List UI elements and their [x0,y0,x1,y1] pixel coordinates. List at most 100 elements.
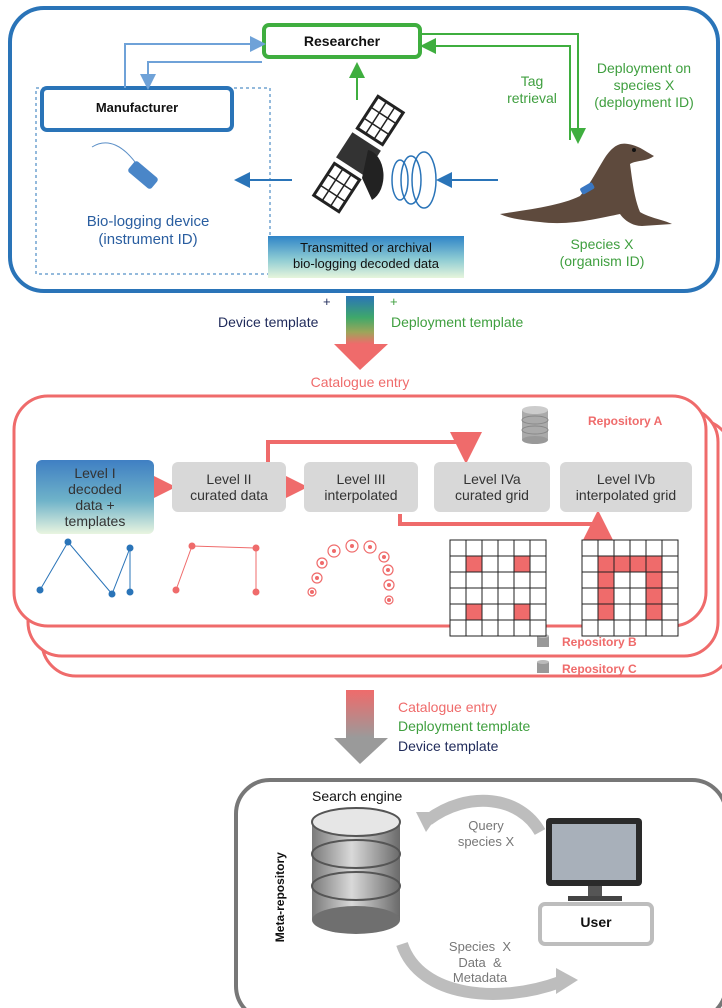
grid-cell [629,571,647,589]
grid-cell [529,555,547,573]
grid-cell [581,571,599,589]
grid-cell [497,603,515,621]
researcher-label: Researcher [303,33,381,49]
device-template-label: Device template [218,314,319,330]
grid-cell [449,619,467,637]
grid-cell [481,587,499,605]
grid-cell [529,587,547,605]
tag-device-icon [91,142,158,189]
grid-cell [513,587,531,605]
grid-cell [465,555,483,573]
sea-lion-icon [500,143,672,226]
device-label: Bio-logging device(instrument ID) [86,213,210,248]
grid-cell [645,539,663,557]
user-box [538,902,654,946]
grid-cell [613,555,631,573]
grid-cell [465,603,483,621]
plus-left: + [323,294,331,309]
grid-cell [629,539,647,557]
interpolated-track-points [310,544,391,602]
grid-cell [497,619,515,637]
grid-cell [481,619,499,637]
manufacturer-label: Manufacturer [95,100,179,115]
database-icon-c [537,660,549,673]
grid-cell [629,587,647,605]
arrow-tag-retrieval [420,38,571,140]
repository-a-label: Repository A [588,414,663,428]
grid-cell [449,571,467,589]
species-label: Species X(organism ID) [559,236,645,269]
grid-cell [513,603,531,621]
top-panel [8,6,720,293]
grid-cell [613,571,631,589]
grid-cell [581,539,599,557]
meta-repository-label: Meta-repository [272,852,287,943]
grid-cell [449,587,467,605]
grid-cell [529,603,547,621]
grid-cell [449,603,467,621]
grid-cell [497,571,515,589]
grid-cell [465,619,483,637]
grid-cell [465,539,483,557]
interpolated-grid-graphic [581,539,679,637]
middle-catalogue-entry: Catalogue entry [398,699,497,715]
grid-cell [645,555,663,573]
arrow-query [424,794,546,836]
deployment-template-label: Deployment template [391,314,524,330]
manufacturer-box [40,86,234,132]
grid-cell [629,603,647,621]
grid-cell [645,587,663,605]
grid-cell [497,555,515,573]
grid-cell [581,603,599,621]
grid-cell [481,571,499,589]
interpolated-track-graphic [307,539,395,605]
arrow-level3-to-level4b [398,510,614,542]
transmitted-data-box [268,236,464,278]
arrow-result-head [556,968,578,994]
grid-cell [597,555,615,573]
grid-cell [613,619,631,637]
arrow-researcher-to-manufacturer [140,61,262,90]
computer-monitor-icon [546,818,642,901]
grid-cell [581,587,599,605]
grid-cell [465,587,483,605]
grid-cell [661,619,679,637]
grid-cell [449,539,467,557]
grid-cell [513,619,531,637]
arrow-result [396,941,563,1000]
satellite-icon [311,94,437,214]
raw-track-graphic [36,538,134,598]
grid-cell [613,603,631,621]
grid-cell [465,571,483,589]
templates-arrow [334,296,388,370]
arrow-deployment [422,33,586,144]
grid-cell [645,619,663,637]
curated-grid-graphic [449,539,547,637]
curated-track-graphic [172,542,260,596]
arrow-manufacturer-to-researcher [124,36,266,88]
grid-cell [513,555,531,573]
grid-cell [661,555,679,573]
database-icon-large [311,807,401,934]
grid-cell [629,619,647,637]
plus-right: + [390,294,398,309]
grid-cell [497,539,515,557]
grid-cell [597,619,615,637]
user-label: User [580,914,612,930]
grid-cell [661,571,679,589]
middle-device-template: Device template [398,738,499,754]
grid-cell [481,603,499,621]
grid-cell [613,587,631,605]
grid-cell [597,571,615,589]
arrow-query-head [416,812,440,832]
grid-cell [449,555,467,573]
grid-cell [597,603,615,621]
grid-cell [597,539,615,557]
